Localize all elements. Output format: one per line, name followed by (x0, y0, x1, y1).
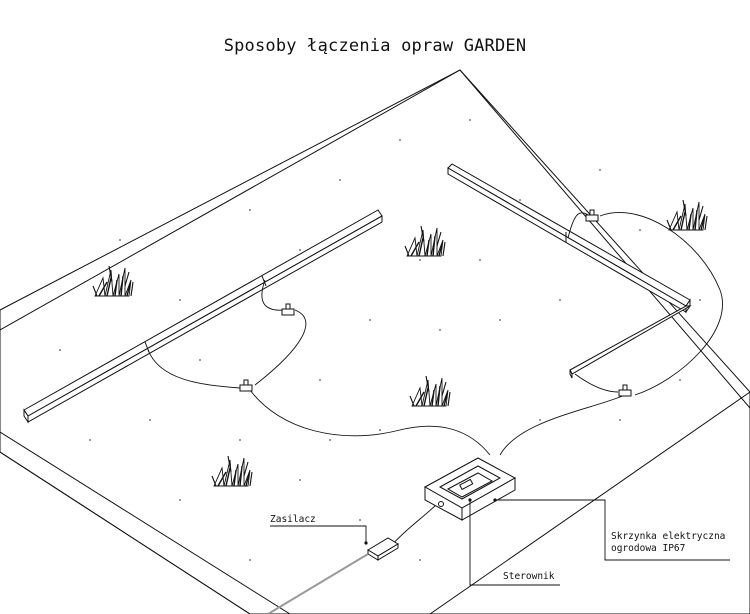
controller-label: Sterownik (503, 571, 555, 582)
light-profile-left (23, 209, 383, 424)
grass-tuft-icon (666, 199, 708, 231)
junction-box-label-line1: Skrzynka elektryczna (611, 531, 726, 542)
junction-box-label: Skrzynka elektryczna ogrodowa IP67 (611, 531, 725, 555)
leader-dot (493, 498, 497, 502)
leader-dot (364, 541, 368, 545)
junction-box-label-line2: ogrodowa IP67 (611, 543, 686, 554)
callout-leaders (270, 499, 730, 586)
power-supply-label: Zasilacz (270, 514, 316, 525)
power-supply-icon (367, 537, 399, 561)
mains-cable (267, 553, 369, 614)
diagram-title: Sposoby łączenia opraw GARDEN (223, 36, 527, 56)
leader-dot (468, 498, 472, 502)
junction-box (423, 457, 517, 521)
soil-speckles (59, 119, 701, 561)
controller-icon (446, 472, 494, 498)
